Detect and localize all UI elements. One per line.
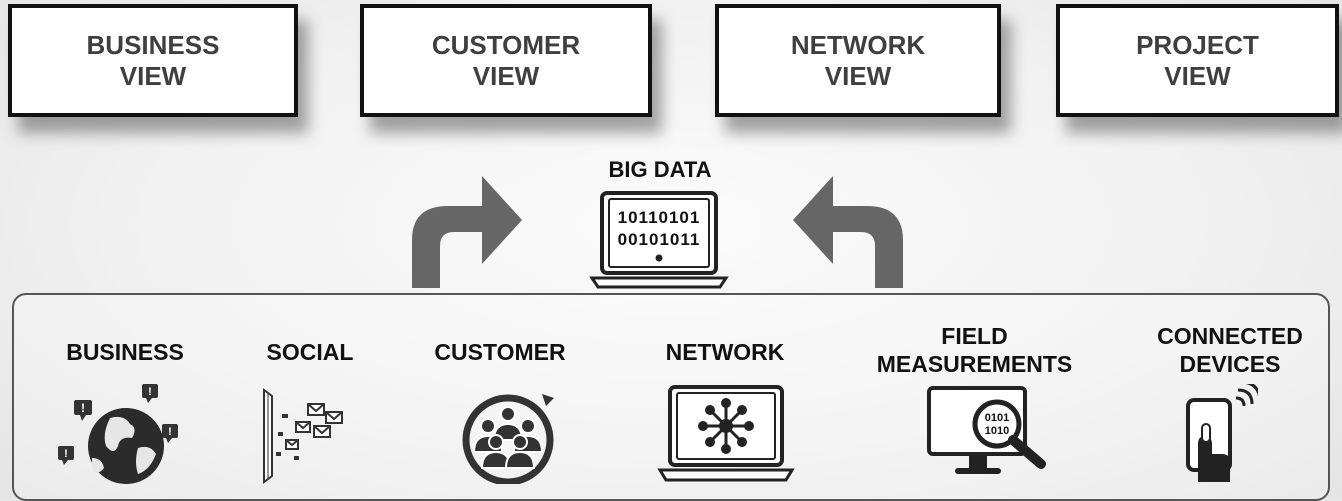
source-network-label: NETWORK	[665, 339, 785, 365]
monitor-magnifier-icon: 0101 1010	[927, 386, 1046, 474]
big-data-binary-line-1: 10110101	[618, 208, 701, 227]
project-view-label: PROJECT VIEW	[1136, 29, 1259, 91]
people-group-icon	[462, 394, 554, 484]
source-social-label: SOCIAL	[266, 339, 354, 365]
network-view-label: NETWORK VIEW	[790, 29, 926, 91]
arrow-up-right-icon	[412, 176, 522, 288]
svg-text:!: !	[81, 401, 85, 415]
business-view-label: BUSINESS VIEW	[86, 29, 220, 91]
big-data-binary-line-2: 00101011	[618, 230, 701, 249]
svg-text:1010: 1010	[985, 425, 1009, 437]
laptop-binary-icon: 10110101 00101011	[589, 191, 729, 289]
customer-view-box: CUSTOMER VIEW	[360, 4, 652, 117]
globe-chat-icon: ! ! ! !	[58, 384, 178, 484]
business-view-box: BUSINESS VIEW	[8, 4, 298, 117]
arrow-up-left-icon	[793, 176, 903, 288]
customer-view-label: CUSTOMER VIEW	[431, 29, 581, 91]
source-devices-label: CONNECTED DEVICES	[1157, 323, 1303, 377]
svg-text:!: !	[148, 386, 152, 398]
svg-text:!: !	[168, 426, 172, 438]
touch-device-icon	[1186, 384, 1258, 482]
svg-text:!: !	[64, 448, 68, 460]
social-messages-icon	[263, 388, 343, 484]
big-data-title: BIG DATA	[608, 157, 712, 182]
project-view-box: PROJECT VIEW	[1056, 4, 1339, 117]
source-field-label: FIELD MEASUREMENTS	[876, 323, 1073, 377]
source-customer-label: CUSTOMER	[434, 339, 566, 365]
laptop-network-icon	[657, 385, 795, 482]
svg-text:0101: 0101	[985, 412, 1009, 424]
network-view-box: NETWORK VIEW	[715, 4, 1001, 117]
source-business-label: BUSINESS	[66, 339, 184, 365]
